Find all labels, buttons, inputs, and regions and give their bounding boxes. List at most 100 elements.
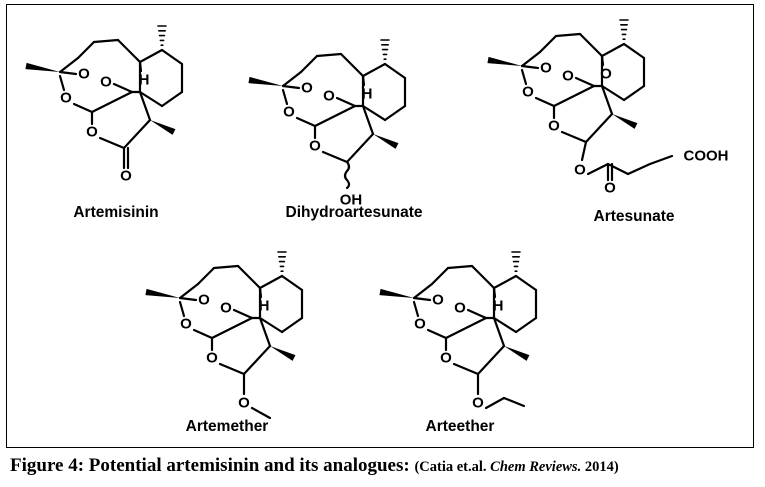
bond (626, 162, 652, 176)
bond (92, 38, 120, 44)
bond (242, 344, 272, 376)
bond (444, 316, 488, 340)
atom-label: O (574, 162, 586, 179)
bond (281, 88, 289, 106)
atom-label: O (540, 60, 552, 77)
arteether-label: Arteether (425, 418, 495, 435)
bond (600, 42, 626, 58)
atom-label: O (323, 88, 335, 105)
bond (492, 316, 518, 334)
bond (554, 32, 582, 38)
bond (484, 396, 506, 410)
bond (295, 116, 317, 128)
bond (412, 300, 420, 318)
atom-label: H (139, 72, 150, 89)
bond (160, 90, 184, 108)
bond (492, 274, 518, 290)
bond (280, 274, 304, 292)
bond (58, 56, 80, 74)
bond (584, 112, 614, 144)
atom-label: O (604, 180, 616, 197)
bond (138, 48, 164, 64)
atom-label: O (440, 350, 452, 367)
wedge-bond (150, 120, 176, 135)
figure-frame (6, 4, 754, 448)
atom-label: O (414, 316, 426, 333)
atom-label: O (180, 316, 192, 333)
atom-label: O (472, 395, 484, 412)
bond (58, 74, 66, 92)
bond (492, 316, 506, 348)
bond (492, 286, 497, 299)
wedge-bond (487, 56, 522, 66)
wedge-bond (248, 76, 283, 86)
atom-label: O (238, 395, 250, 412)
atom-label: O (78, 66, 90, 83)
bond (321, 150, 349, 164)
atom-label: H (259, 298, 270, 315)
bond (122, 118, 152, 150)
bond (514, 274, 538, 292)
bond (430, 266, 450, 286)
wedge-bond (379, 288, 414, 298)
bond (236, 264, 262, 290)
bond (520, 64, 540, 70)
bond (578, 32, 604, 58)
atom-label: O (86, 124, 98, 141)
bond (345, 132, 375, 164)
bond (520, 68, 528, 86)
bond (552, 84, 596, 108)
bond (446, 264, 474, 270)
bond (90, 90, 134, 114)
bond (192, 328, 214, 340)
bond (622, 42, 646, 60)
bond (138, 90, 164, 108)
atom-label: COOH (684, 148, 729, 165)
atom-label: O (562, 68, 574, 85)
atom-label: OH (340, 192, 363, 209)
atom-label: O (100, 74, 112, 91)
artesunate-label: Artesunate (593, 208, 675, 225)
bond (196, 266, 216, 286)
bond (178, 282, 200, 300)
bond (178, 300, 186, 318)
bond (313, 104, 357, 128)
bond (315, 52, 343, 58)
wedge-bond (25, 62, 60, 72)
atom-label: O (206, 350, 218, 367)
bond (98, 136, 126, 150)
atom-label: H (493, 298, 504, 315)
wedge-bond (504, 346, 530, 361)
bond (560, 130, 588, 144)
bond (58, 70, 78, 76)
atom-label: O (600, 66, 612, 83)
bond (112, 82, 134, 94)
bond (178, 296, 198, 302)
bond (426, 328, 448, 340)
bond (514, 316, 538, 334)
dihydroartesunate-label: Dihydroartesunate (285, 204, 423, 221)
wedge-bond (373, 134, 399, 149)
atom-label: O (198, 292, 210, 309)
bond (281, 70, 303, 88)
bond (648, 154, 674, 166)
atom-label: O (548, 118, 560, 135)
bond (258, 286, 263, 299)
bond (383, 62, 407, 80)
bond (574, 76, 596, 88)
bond (232, 308, 254, 320)
bond (586, 162, 610, 176)
wedge-bond (270, 346, 296, 361)
atom-label: O (522, 84, 534, 101)
bond (412, 282, 434, 300)
artemether-label: Artemether (185, 418, 269, 435)
bond (412, 296, 432, 302)
atom-label: O (220, 300, 232, 317)
bond (258, 316, 272, 348)
atom-label: O (301, 80, 313, 97)
bond (76, 40, 96, 60)
